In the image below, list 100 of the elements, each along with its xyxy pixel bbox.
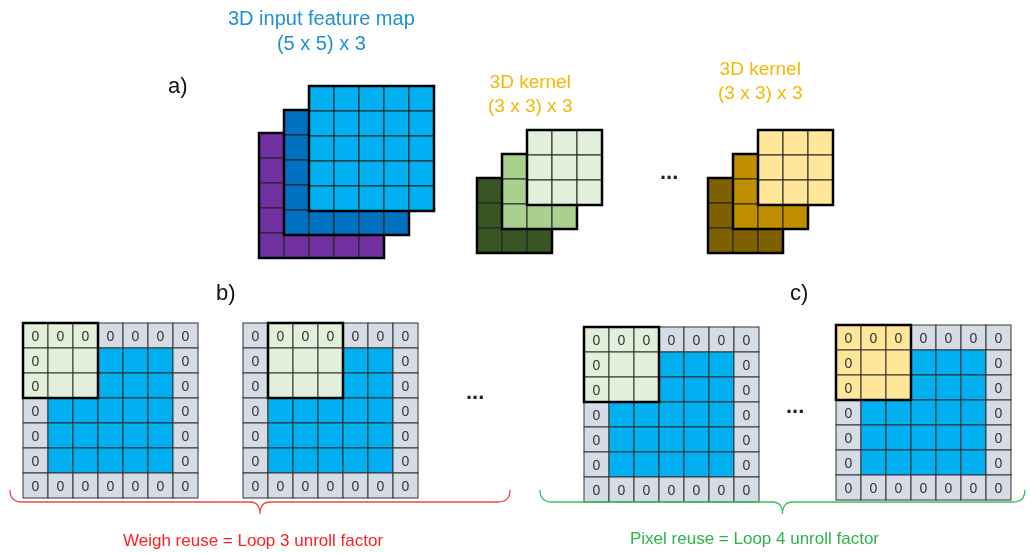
cell-value: 0 [400, 451, 411, 471]
cell-value: 0 [741, 330, 752, 350]
cell-value: 0 [180, 351, 191, 371]
cell-value: 0 [350, 476, 361, 496]
cell-value: 0 [375, 326, 386, 346]
cell-value: 0 [968, 328, 979, 348]
kernel-title: 3D kernel (3 x 3) x 3 [718, 57, 803, 105]
panel-label: c) [790, 279, 809, 307]
ellipsis: ... [466, 378, 485, 406]
cell-value: 0 [30, 326, 41, 346]
cell-value: 0 [325, 326, 336, 346]
cell-value: 0 [30, 351, 41, 371]
cell-value: 0 [691, 480, 702, 500]
cell-value: 0 [105, 476, 116, 496]
cell-value: 0 [716, 480, 727, 500]
cell-value: 0 [666, 480, 677, 500]
cell-value: 0 [616, 330, 627, 350]
cell-value: 0 [641, 330, 652, 350]
cell-value: 0 [250, 376, 261, 396]
cell-value: 0 [30, 426, 41, 446]
cell-value: 0 [350, 326, 361, 346]
cell-value: 0 [843, 328, 854, 348]
cell-value: 0 [55, 326, 66, 346]
cell-value: 0 [250, 426, 261, 446]
cell-value: 0 [375, 476, 386, 496]
cell-value: 0 [30, 401, 41, 421]
cell-value: 0 [30, 451, 41, 471]
cell-value: 0 [55, 476, 66, 496]
cell-value: 0 [691, 330, 702, 350]
cell-value: 0 [741, 405, 752, 425]
cell-value: 0 [591, 455, 602, 475]
cell-value: 0 [993, 403, 1004, 423]
cell-value: 0 [968, 478, 979, 498]
cell-value: 0 [666, 330, 677, 350]
cell-value: 0 [180, 326, 191, 346]
cell-value: 0 [591, 355, 602, 375]
cell-value: 0 [400, 351, 411, 371]
map-title: 3D input feature map (5 x 5) x 3 [228, 6, 415, 56]
cell-value: 0 [30, 476, 41, 496]
cell-value: 0 [130, 476, 141, 496]
cell-value: 0 [591, 330, 602, 350]
cell-value: 0 [993, 428, 1004, 448]
cell-value: 0 [591, 405, 602, 425]
cell-value: 0 [275, 476, 286, 496]
cell-value: 0 [843, 403, 854, 423]
reuse-note: Weigh reuse = Loop 3 unroll factor [123, 530, 384, 552]
cell-value: 0 [893, 478, 904, 498]
cell-value: 0 [741, 380, 752, 400]
cell-value: 0 [716, 330, 727, 350]
cell-value: 0 [250, 326, 261, 346]
cell-value: 0 [180, 401, 191, 421]
cell-value: 0 [918, 328, 929, 348]
cell-value: 0 [843, 378, 854, 398]
cell-value: 0 [250, 451, 261, 471]
cell-value: 0 [250, 351, 261, 371]
cell-value: 0 [591, 480, 602, 500]
cell-value: 0 [993, 353, 1004, 373]
cell-value: 0 [893, 328, 904, 348]
cell-value: 0 [741, 455, 752, 475]
cell-value: 0 [180, 476, 191, 496]
cell-value: 0 [325, 476, 336, 496]
cell-value: 0 [275, 326, 286, 346]
cell-value: 0 [80, 476, 91, 496]
cell-value: 0 [155, 326, 166, 346]
cell-value: 0 [400, 476, 411, 496]
panel-label: b) [216, 279, 236, 307]
cell-value: 0 [843, 428, 854, 448]
cell-value: 0 [130, 326, 141, 346]
cell-value: 0 [843, 453, 854, 473]
cell-value: 0 [400, 376, 411, 396]
cell-value: 0 [993, 453, 1004, 473]
cell-value: 0 [30, 376, 41, 396]
cell-value: 0 [105, 326, 116, 346]
cell-value: 0 [400, 426, 411, 446]
cell-value: 0 [741, 355, 752, 375]
cell-value: 0 [180, 376, 191, 396]
cell-value: 0 [300, 326, 311, 346]
cell-value: 0 [400, 401, 411, 421]
ellipsis: ... [786, 392, 805, 420]
cell-value: 0 [641, 480, 652, 500]
cell-value: 0 [80, 326, 91, 346]
cell-value: 0 [180, 451, 191, 471]
cell-value: 0 [843, 353, 854, 373]
cell-value: 0 [993, 478, 1004, 498]
cell-value: 0 [741, 480, 752, 500]
cell-value: 0 [400, 326, 411, 346]
cell-value: 0 [591, 430, 602, 450]
cell-value: 0 [155, 476, 166, 496]
kernel-title: 3D kernel (3 x 3) x 3 [488, 70, 573, 118]
panel-label: a) [168, 72, 188, 100]
cell-value: 0 [943, 328, 954, 348]
cell-value: 0 [616, 480, 627, 500]
cell-value: 0 [180, 426, 191, 446]
cell-value: 0 [843, 478, 854, 498]
cell-value: 0 [868, 328, 879, 348]
cell-value: 0 [868, 478, 879, 498]
cell-value: 0 [250, 476, 261, 496]
cell-value: 0 [741, 430, 752, 450]
ellipsis: ... [660, 158, 679, 186]
cell-value: 0 [300, 476, 311, 496]
